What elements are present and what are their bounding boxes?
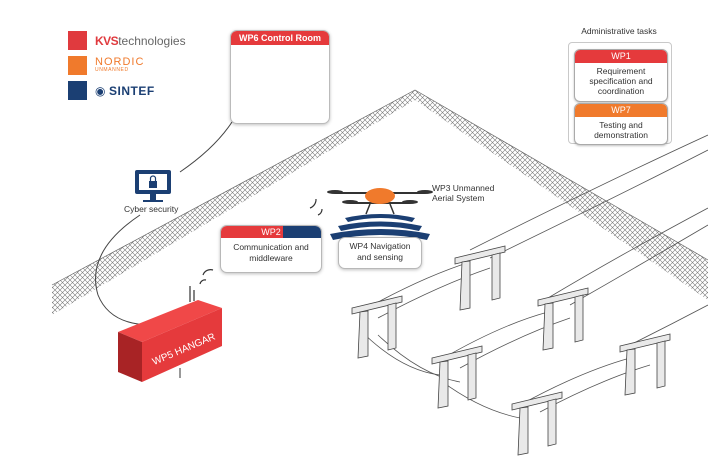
legend-swatch	[68, 56, 87, 75]
legend-swatch	[68, 31, 87, 50]
drone-icon	[327, 188, 433, 215]
pylon	[619, 333, 671, 396]
legend-swatch	[68, 81, 87, 100]
power-pylons	[351, 245, 671, 456]
hangar-container	[118, 286, 222, 382]
wp1-card: WP1 Requirement specification and coordi…	[574, 49, 668, 102]
wp2-card: WP2 Communication and middleware	[220, 225, 322, 273]
sensing-beam	[330, 214, 430, 240]
wp7-label: WP7	[575, 104, 667, 117]
wp1-text: Requirement specification and coordinati…	[589, 66, 653, 97]
pylon	[351, 295, 403, 359]
legend-item-sintef: ◉SINTEF	[68, 81, 155, 100]
wp7-card: WP7 Testing and demonstration	[574, 103, 668, 146]
security-fence	[51, 89, 708, 315]
wp7-text: Testing and demonstration	[594, 120, 648, 141]
pylon	[431, 345, 483, 409]
pylon	[537, 287, 589, 351]
wp6-label: WP6 Control Room	[231, 31, 329, 45]
administrative-tasks-box: WP1 Requirement specification and coordi…	[568, 42, 672, 146]
wp4-card: WP4 Navigation and sensing	[338, 237, 422, 269]
wp4-text: WP4 Navigation and sensing	[349, 241, 411, 262]
connection-lines	[95, 121, 233, 326]
legend-item-kvs: KVStechnologies	[68, 31, 186, 50]
wp3-label: WP3 Unmanned Aerial System	[432, 183, 495, 204]
pylon	[454, 245, 506, 311]
kvs-logo: KVStechnologies	[95, 33, 186, 48]
wp6-control-room-panel: WP6 Control Room	[230, 30, 330, 124]
cyber-security-label: Cyber security	[124, 204, 179, 214]
signal-icon	[199, 198, 323, 285]
wp2-text: Communication and middleware	[233, 242, 309, 263]
cyber-security-monitor-icon	[135, 170, 171, 202]
wp2-label: WP2	[221, 226, 321, 238]
sintef-logo: ◉SINTEF	[95, 83, 155, 98]
wp1-label: WP1	[575, 50, 667, 63]
pylon	[511, 391, 563, 456]
admin-title: Administrative tasks	[581, 26, 657, 36]
